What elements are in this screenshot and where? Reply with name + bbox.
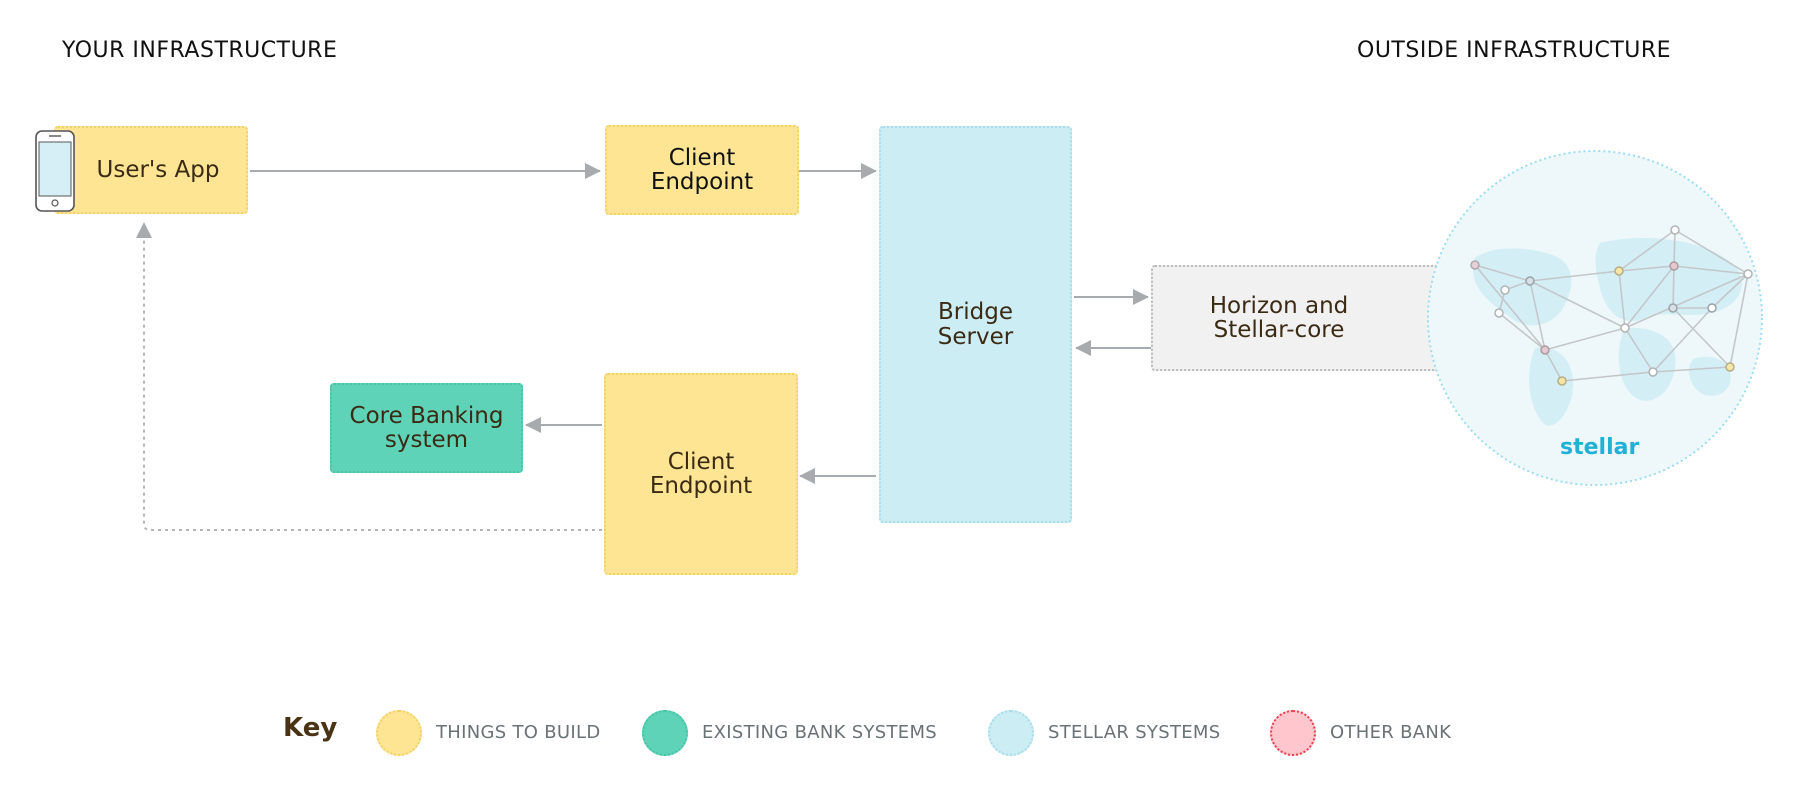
stellar-brand-label: stellar — [1560, 435, 1640, 460]
bridge-server-box: Bridge Server — [879, 126, 1072, 523]
client-endpoint-bottom-label: Client Endpoint — [649, 448, 753, 499]
outside-infrastructure-title: OUTSIDE INFRASTRUCTURE — [1357, 38, 1672, 63]
legend-label-stellar-systems: STELLAR SYSTEMS — [1048, 722, 1221, 743]
core-banking-system-box: Core Banking system — [330, 383, 523, 473]
legend-label-other-bank: OTHER BANK — [1330, 722, 1452, 743]
mobile-phone-icon — [35, 130, 75, 212]
users-app-box: User's App — [54, 126, 248, 214]
horizon-stellar-core-label: Horizon and Stellar-core — [1209, 292, 1349, 343]
legend-swatch-things-to-build — [376, 710, 422, 756]
legend-swatch-stellar-systems — [988, 710, 1034, 756]
horizon-stellar-core-box: Horizon and Stellar-core — [1151, 265, 1447, 371]
legend-label-things-to-build: THINGS TO BUILD — [436, 722, 601, 743]
stellar-network-globe-icon — [1427, 150, 1763, 486]
legend-label-existing-bank-systems: EXISTING BANK SYSTEMS — [702, 722, 937, 743]
client-endpoint-top-box: Client Endpoint — [605, 125, 799, 215]
client-endpoint-top-label: Client Endpoint — [650, 144, 754, 195]
your-infrastructure-title: YOUR INFRASTRUCTURE — [62, 38, 338, 63]
client-endpoint-bottom-box: Client Endpoint — [604, 373, 798, 575]
arrow-client-endpoint-to-app-dotted — [136, 222, 602, 531]
bridge-server-label: Bridge Server — [937, 299, 1014, 350]
legend-swatch-existing-bank-systems — [642, 710, 688, 756]
legend-swatch-other-bank — [1270, 710, 1316, 756]
core-banking-system-label: Core Banking system — [349, 402, 504, 453]
key-title: Key — [283, 713, 338, 743]
users-app-label: User's App — [96, 156, 220, 183]
